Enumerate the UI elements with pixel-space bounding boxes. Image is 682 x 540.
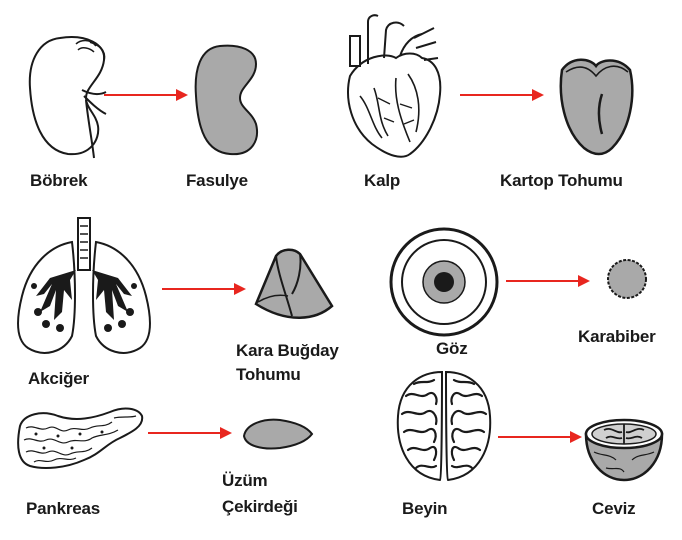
bean-icon (190, 42, 262, 157)
label-goz: Göz (436, 338, 468, 360)
label-karabiber: Karabiber (578, 326, 656, 348)
arrow-icon (460, 88, 544, 102)
label-bobrek: Böbrek (30, 170, 87, 192)
label-fasulye: Fasulye (186, 170, 248, 192)
chestnut-icon (552, 46, 640, 158)
arrow-icon (506, 274, 590, 288)
arrow-icon (104, 88, 188, 102)
lungs-icon (10, 216, 160, 364)
arrow-icon (148, 426, 232, 440)
kidney-icon (20, 30, 110, 160)
arrow-icon (162, 282, 246, 296)
label-uzum-1: Üzüm (222, 470, 267, 492)
label-ceviz: Ceviz (592, 498, 635, 520)
label-karabugday-2: Tohumu (236, 364, 301, 386)
peppercorn-icon (604, 256, 650, 302)
walnut-icon (582, 404, 666, 484)
label-beyin: Beyin (402, 498, 447, 520)
arrow-icon (498, 430, 582, 444)
label-kalp: Kalp (364, 170, 400, 192)
buckwheat-icon (248, 244, 338, 326)
pancreas-icon (14, 398, 144, 476)
brain-icon (392, 366, 496, 486)
heart-icon (338, 8, 448, 164)
eye-icon (388, 226, 500, 338)
label-pankreas: Pankreas (26, 498, 100, 520)
label-karabugday-1: Kara Buğday (236, 340, 339, 362)
label-uzum-2: Çekirdeği (222, 496, 298, 518)
label-akciger: Akciğer (28, 368, 89, 390)
label-kartop: Kartop Tohumu (500, 170, 623, 192)
grape-seed-icon (240, 414, 316, 454)
